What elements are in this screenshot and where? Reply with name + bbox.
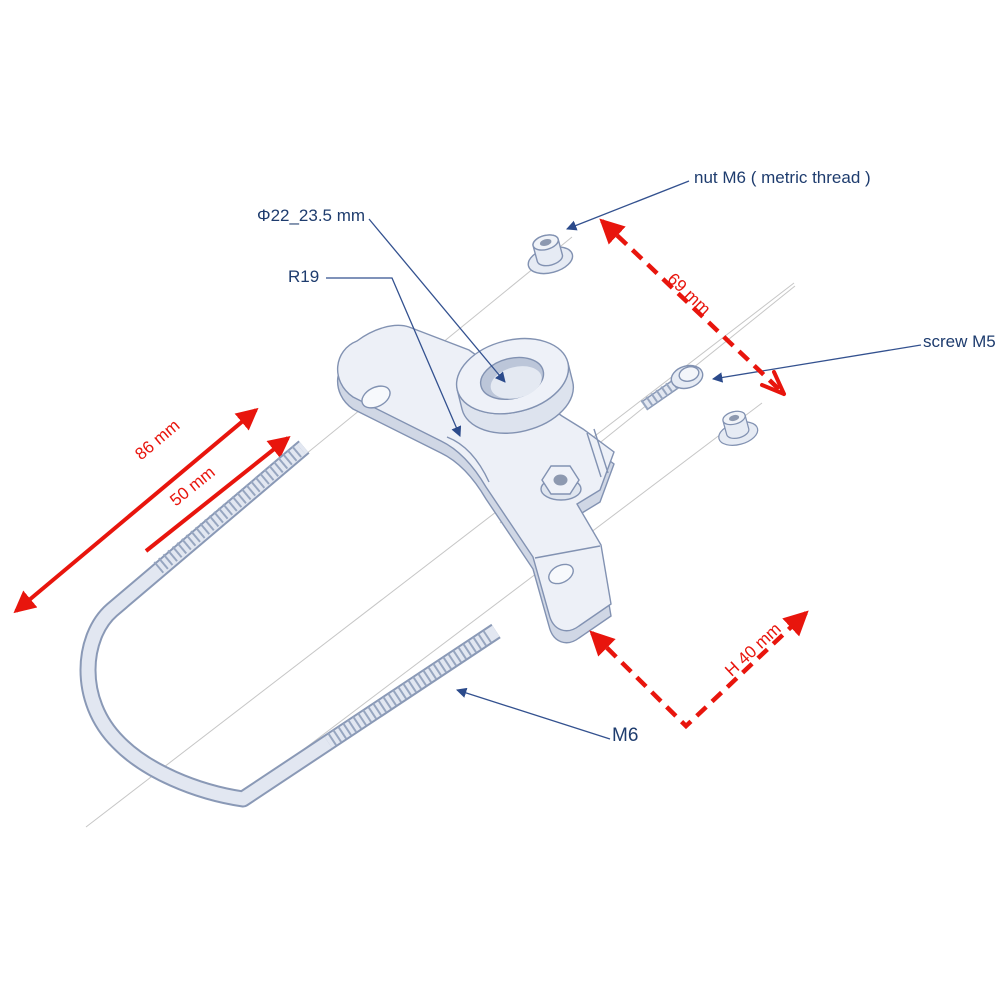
screw-thread	[639, 377, 681, 411]
screw-m5	[639, 364, 704, 411]
u-bolt-thread-lower	[324, 630, 492, 748]
dimension-arrows-left	[13, 407, 291, 614]
tab-fold-edge	[534, 545, 601, 559]
clamp-nut-hole	[553, 474, 568, 486]
axis-line	[237, 402, 763, 800]
dimension-arrows-right	[589, 218, 809, 730]
nut-m6-right	[712, 406, 761, 450]
label-diameter: Φ22_23.5 mm	[257, 206, 366, 225]
dim-arrow-h40mm	[589, 610, 809, 730]
u-bolt	[79, 440, 501, 808]
bracket-top-face	[337, 324, 615, 632]
screw-head-dome	[678, 366, 700, 382]
u-bolt-thread-upper	[153, 443, 305, 574]
dim-chevron-69mm	[760, 370, 786, 396]
leader-r19	[326, 277, 462, 437]
clamp-bracket	[337, 324, 615, 644]
label-m6: M6	[612, 725, 639, 746]
saddle-radius-r19	[446, 436, 490, 483]
label-screw-m5: screw M5	[923, 332, 996, 351]
left-tab-hole	[361, 385, 391, 409]
leader-nut-m6	[566, 180, 690, 231]
label-nut-m6: nut M6 ( metric thread )	[694, 168, 871, 187]
dim-arrow-50mm	[144, 435, 291, 553]
clamp-nut	[540, 465, 582, 501]
leader-lines	[326, 180, 922, 740]
leader-screw-m5	[711, 344, 922, 383]
u-bolt-body	[81, 442, 500, 806]
leader-m6	[456, 687, 611, 740]
clamp-slit-edge	[593, 428, 609, 474]
dim-arrow-86mm	[13, 407, 259, 614]
label-r19: R19	[288, 267, 320, 286]
bottom-tab-hole	[548, 563, 574, 585]
leader-diameter	[368, 218, 506, 383]
clamp-slit-edge	[586, 432, 602, 478]
